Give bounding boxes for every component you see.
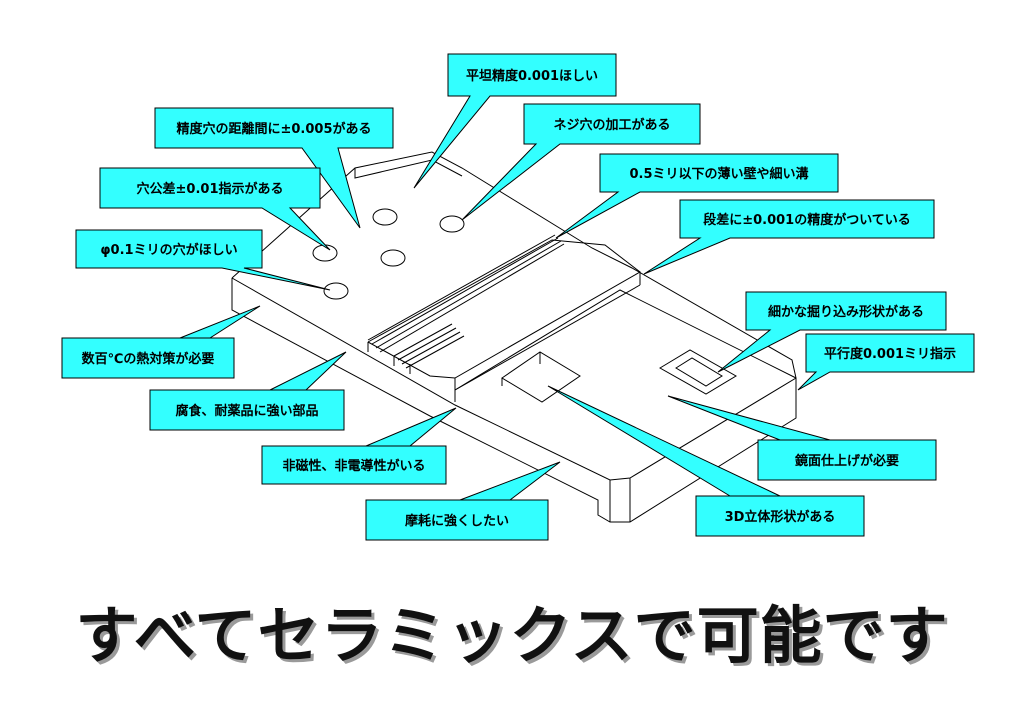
callout-hole-tolerance-text: 穴公差±0.01指示がある (137, 181, 284, 197)
callout-parallelism-text: 平行度0.001ミリ指示 (824, 346, 956, 362)
callout-heat-shape (61, 305, 261, 379)
callout-fine-pocket-text: 細かな掘り込み形状がある (768, 304, 924, 320)
ceramic-part-drawing (231, 151, 797, 523)
lower-pad (454, 289, 797, 391)
hole-2 (439, 215, 465, 233)
plate-front-edge (231, 278, 797, 523)
callout-step-precision-shape (643, 199, 935, 275)
callout-thin-wall-shape (555, 153, 839, 239)
callout-thin-wall-text: 0.5ミリ以下の薄い壁や細い溝 (629, 166, 808, 182)
callout-hole-pitch-shape (154, 107, 394, 229)
callout-hole-tolerance-shape (99, 167, 331, 251)
callout-wear-text: 摩耗に強くしたい (405, 513, 509, 529)
callout-parallelism-shape (797, 333, 975, 391)
hole-5 (323, 282, 349, 300)
callout-flatness-shape (413, 53, 617, 189)
callout-screw-hole-text: ネジ穴の加工がある (553, 117, 670, 133)
hole-1 (372, 208, 398, 226)
fine-pocket-shape (659, 349, 737, 395)
callout-screw-hole-shape (461, 103, 701, 221)
callout-3d-shape-shape (547, 385, 865, 537)
callout-mirror-shape (667, 395, 937, 481)
callout-wear-shape (365, 461, 561, 541)
callout-micro-hole-text: φ0.1ミリの穴がほしい (100, 242, 237, 258)
callout-nonmagnetic-text: 非磁性、非電導性がいる (282, 458, 425, 474)
callout-corrosion-shape (149, 351, 347, 431)
callout-step-precision-text: 段差に±0.001の精度がついている (703, 212, 911, 228)
plate-top-outline (231, 151, 797, 481)
headline: すべてセラミックスで可能です (75, 599, 949, 672)
callout-micro-hole-shape (75, 229, 331, 291)
hole-4 (380, 249, 406, 267)
callout-corrosion-text: 腐食、耐薬品に強い部品 (175, 403, 318, 419)
callout-heat-text: 数百℃の熱対策が必要 (82, 351, 215, 367)
callout-3d-shape-text: 3D立体形状がある (725, 509, 836, 525)
callout-hole-pitch-text: 精度穴の距離間に±0.005がある (176, 121, 371, 137)
callout-flatness-text: 平坦精度0.001ほしい (466, 68, 598, 84)
square-pocket (501, 351, 581, 403)
callout-mirror-text: 鏡面仕上げが必要 (795, 453, 899, 469)
raised-step (367, 239, 641, 379)
callout-nonmagnetic-shape (261, 407, 457, 485)
callouts: 平坦精度0.001ほしい 精度穴の距離間に±0.005がある ネジ穴の加工がある… (61, 53, 975, 541)
callout-fine-pocket-shape (717, 291, 947, 373)
